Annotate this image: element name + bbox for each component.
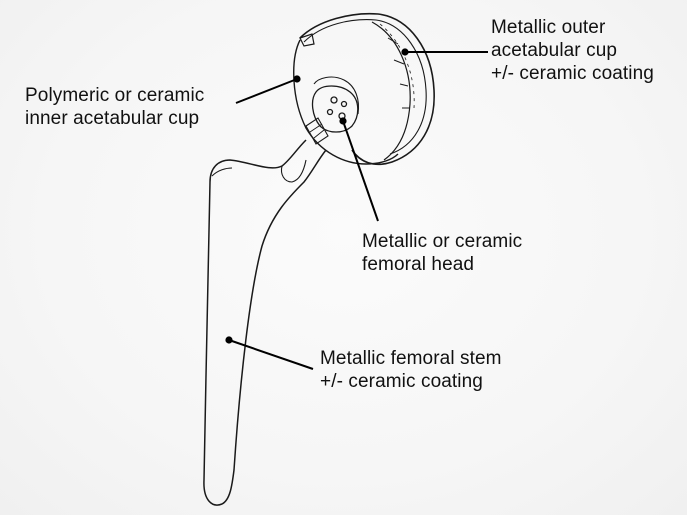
outer-cup-label: Metallic outer acetabular cup +/- cerami…: [491, 16, 654, 85]
femoral-head: [306, 86, 358, 144]
outer-cup-label-line-3: +/- ceramic coating: [491, 62, 654, 85]
leader-femoral-head: [343, 121, 378, 221]
femoral-stem: [204, 140, 326, 505]
femoral-stem-label-line-1: Metallic femoral stem: [320, 347, 502, 370]
femoral-stem-label: Metallic femoral stem +/- ceramic coatin…: [320, 347, 502, 393]
inner-cup-label-line-2: inner acetabular cup: [25, 107, 204, 130]
leader-dot-outer-cup: [402, 49, 407, 54]
leader-dot-femoral-head: [340, 118, 345, 123]
femoral-head-label-line-2: femoral head: [362, 253, 522, 276]
femoral-stem-label-line-2: +/- ceramic coating: [320, 370, 502, 393]
outer-cup-label-line-1: Metallic outer: [491, 16, 654, 39]
inner-cup-label: Polymeric or ceramic inner acetabular cu…: [25, 84, 204, 130]
femoral-head-label: Metallic or ceramic femoral head: [362, 230, 522, 276]
leader-dot-femoral-stem: [226, 337, 231, 342]
outer-cup-label-line-2: acetabular cup: [491, 39, 654, 62]
femoral-head-label-line-1: Metallic or ceramic: [362, 230, 522, 253]
leader-dot-inner-cup: [294, 76, 299, 81]
inner-cup-label-line-1: Polymeric or ceramic: [25, 84, 204, 107]
leader-femoral-stem: [229, 340, 313, 369]
leader-inner-cup: [236, 79, 297, 103]
